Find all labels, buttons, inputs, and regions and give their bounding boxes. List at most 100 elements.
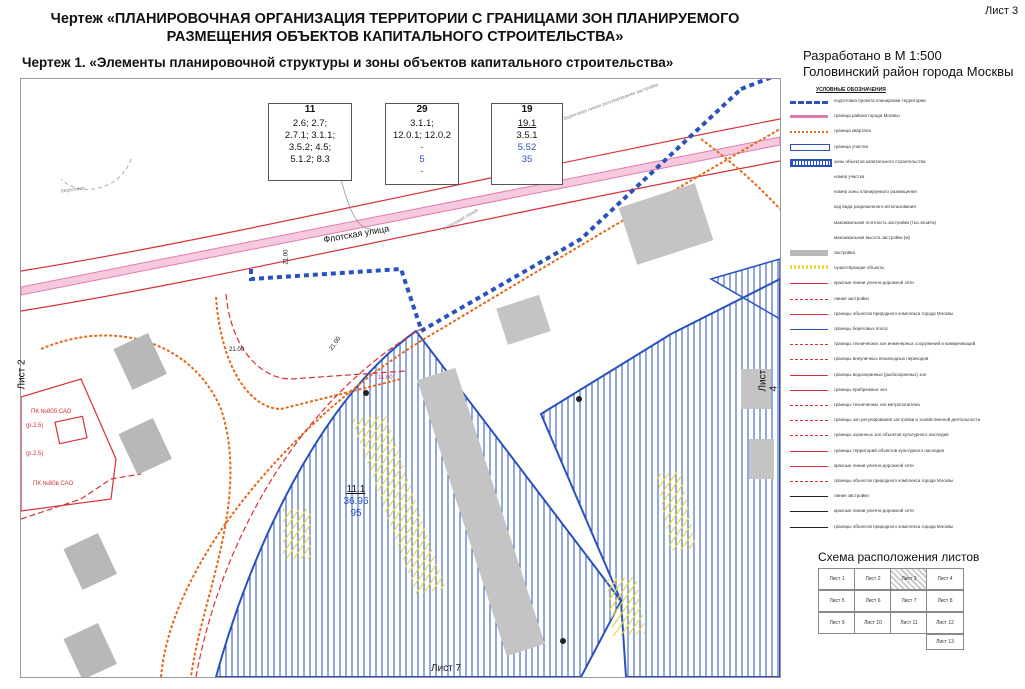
legend-item: граница участка <box>786 143 1018 153</box>
legend-text: существующие объекты <box>834 265 885 271</box>
legend-symbol <box>790 481 828 482</box>
legend-symbol <box>790 265 828 270</box>
legend-symbol <box>790 283 828 285</box>
zone-height: 95 <box>350 508 362 519</box>
legend-item: красные линии улично-дорожной сети <box>786 463 1018 472</box>
yellow-patch-1 <box>351 415 446 594</box>
map-area: 11 2.6; 2.7; 2.7.1; 3.1.1; 3.5.2; 4.5; 5… <box>16 72 781 680</box>
legend-item: зоны объектов капитального строительства <box>786 158 1018 168</box>
legend-text: максимальная высота застройки (м) <box>834 234 910 240</box>
pk-polygon <box>20 378 117 512</box>
dim-label-1: 21.00 <box>283 249 290 265</box>
legend-text: код вида разрешенного использования <box>834 204 916 210</box>
legend-item: граница района города Москвы <box>786 113 1018 122</box>
legend-text: номер зоны планируемого размещения <box>834 189 917 195</box>
quarter-boundary-2 <box>700 138 781 210</box>
zone-card-11-line: 2.7.1; 3.1.1; <box>284 130 336 141</box>
schema-cell: Лист 10 <box>854 612 892 634</box>
building-3 <box>63 533 117 590</box>
legend-item: код вида разрешенного использования <box>786 204 1018 213</box>
dim-label-4: 11.00 <box>378 375 393 381</box>
legend-heading: УСЛОВНЫЕ ОБОЗНАЧЕНИЯ <box>816 87 886 93</box>
legend-text: границы объектов природного комплекса го… <box>834 478 954 483</box>
schema-cell: Лист 2 <box>854 568 892 590</box>
legend-item: границы территорий объектов культурного … <box>786 448 1018 457</box>
legend-item: существующие объекты <box>786 265 1018 274</box>
schema-cell: Лист 12 <box>926 612 964 634</box>
legend-item: границы объектов природного комплекса го… <box>786 524 1018 533</box>
quarter-boundary-3 <box>215 296 402 411</box>
zone-card-29-blue: - <box>420 142 424 153</box>
legend-item: красные линии улично-дорожной сети <box>786 508 1018 517</box>
legend-text: границы зон регулирования застройки и хо… <box>834 417 981 423</box>
legend-item: подготовка проекта планировки территории <box>786 98 1018 107</box>
yellow-patch-4 <box>606 577 646 636</box>
main-title-line2: РАЗМЕЩЕНИЯ ОБЪЕКТОВ КАПИТАЛЬНОГО СТРОИТЕ… <box>166 29 624 45</box>
legend-symbol <box>790 250 828 256</box>
legend-symbol <box>790 405 828 406</box>
legend-symbol <box>790 344 828 346</box>
legend-text: красные линии улично-дорожной сети <box>834 462 914 468</box>
legend-item: застройка <box>786 250 1018 259</box>
legend-symbol <box>790 450 828 452</box>
legend-text: границы объектов природного комплекса го… <box>834 523 954 529</box>
legend-text: границы технических зон метрополитена <box>834 402 920 407</box>
pk1-label: ПК №80б САО <box>31 409 72 415</box>
legend-symbol <box>790 329 828 330</box>
legend-text: номер участка <box>834 174 865 179</box>
building-5 <box>417 367 545 657</box>
zone-card-11: 11 2.6; 2.7; 2.7.1; 3.1.1; 3.5.2; 4.5; 5… <box>268 103 352 181</box>
point-2 <box>576 396 582 402</box>
legend-item: граница квартала <box>786 128 1018 137</box>
schema-cell: Лист 3 <box>890 568 928 590</box>
legend-item: границы охранных зон объектов культурног… <box>786 432 1018 441</box>
zone-card-29: 29 3.1.1; 12.0.1; 12.0.2 - 5 - <box>385 103 459 185</box>
legend-text: границы территорий объектов культурного … <box>834 447 945 453</box>
building-4 <box>63 623 117 680</box>
main-title: Чертеж «ПЛАНИРОВОЧНАЯ ОРГАНИЗАЦИЯ ТЕРРИТ… <box>40 10 750 46</box>
legend-text: максимальная плотность застройки (тыс.кв… <box>834 219 937 225</box>
legend-item: красные линии улично-дорожной сети <box>786 280 1018 289</box>
legend-symbol <box>790 101 828 104</box>
legend-item: границы технических зон инженерных соору… <box>786 341 1018 350</box>
legend-symbol <box>790 131 828 134</box>
legend-item: максимальная плотность застройки (тыс.кв… <box>786 220 1018 229</box>
sheet-label-left: Лист 2 <box>16 359 28 390</box>
schema-cell: Лист 8 <box>926 590 964 612</box>
legend-symbol <box>790 511 828 513</box>
scale-label: Разработано в М 1:500 <box>803 48 942 63</box>
legend-symbol <box>790 526 828 528</box>
building-1 <box>113 333 167 390</box>
map-svg <box>20 72 781 680</box>
project-boundary-top <box>740 72 781 91</box>
sheet-number: Лист 3 <box>985 5 1019 17</box>
building-7 <box>618 183 714 265</box>
building-2 <box>118 418 172 475</box>
legend-symbol <box>790 298 828 300</box>
pk-building <box>54 415 88 445</box>
legend-item: границы прибрежных зон <box>786 387 1018 396</box>
subtitle: Чертеж 1. «Элементы планировочной структ… <box>22 55 674 70</box>
legend-symbol <box>790 496 828 498</box>
red-line-3 <box>20 473 142 520</box>
p2-label: (р.2.5) <box>26 451 44 457</box>
zone-card-29-line: 3.1.1; <box>410 118 434 129</box>
schema-cell: Лист 13 <box>926 634 964 650</box>
legend-text: зоны объектов капитального строительства <box>834 158 926 164</box>
zone-card-19: 19 19.1 3.5.1 5.52 35 <box>491 103 563 185</box>
path-contour-1 <box>60 158 132 190</box>
legend-symbol <box>790 465 828 467</box>
point-3 <box>560 638 566 644</box>
building-6 <box>496 294 551 345</box>
legend-symbol <box>790 435 828 437</box>
legend-symbol <box>790 374 828 376</box>
schema-cell: Лист 6 <box>854 590 892 612</box>
legend-item: границы зон регулирования застройки и хо… <box>786 417 1018 426</box>
legend-item: границы водоохранных (рыбоохранных) зон <box>786 372 1018 381</box>
zone-card-11-line: 3.5.2; 4.5; <box>288 142 332 153</box>
legend: УСЛОВНЫЕ ОБОЗНАЧЕНИЯ подготовка проекта … <box>786 82 1018 542</box>
yellow-patch-2 <box>283 509 311 559</box>
legend-item: границы объектов природного комплекса го… <box>786 311 1018 320</box>
zone-card-11-line: 5.1.2; 8.3 <box>290 154 330 165</box>
